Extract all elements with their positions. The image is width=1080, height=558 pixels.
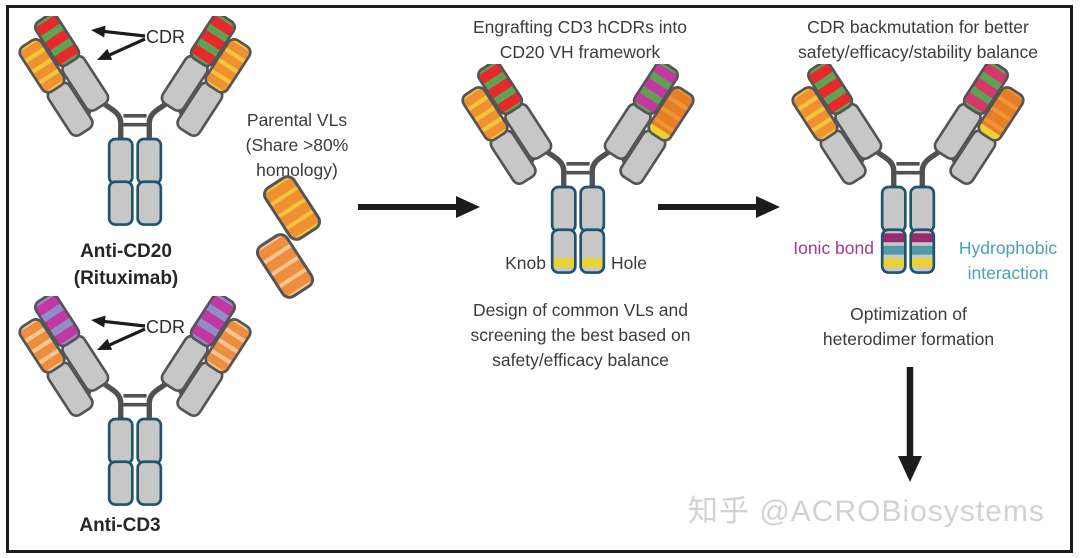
watermark: 知乎 @ACROBiosystems	[688, 495, 1045, 528]
fc-region	[107, 417, 163, 506]
title-line: CDR backmutation for better	[807, 17, 1029, 37]
right-arm	[160, 296, 254, 418]
parental-vls-line: (Share >80%	[245, 135, 349, 155]
cdr-label-cd3: CDR	[146, 317, 185, 337]
fc-region	[107, 137, 163, 226]
step3-down-arrow	[898, 367, 922, 482]
right-arm	[160, 16, 254, 138]
hinge	[870, 146, 946, 191]
caption-line: Optimization of	[850, 304, 967, 324]
hydrophobic-interaction-label: Hydrophobic interaction	[942, 236, 1074, 286]
fc-region	[880, 185, 936, 274]
anti-cd20-alias: (Rituximab)	[73, 268, 179, 289]
cdr-label-cd20: CDR	[146, 27, 185, 47]
antibody-backmutated	[783, 64, 1033, 285]
hinge	[97, 98, 173, 143]
parental-vls-line: homology)	[256, 160, 338, 180]
hinge	[97, 378, 173, 423]
cdr-pointer-arrows-cd20	[91, 25, 146, 60]
antibody-anti-cd3	[10, 296, 260, 517]
hinge	[540, 146, 616, 191]
anti-cd20-name: Anti-CD20	[80, 241, 172, 262]
left-arm	[16, 296, 110, 418]
diagram-frame	[6, 5, 1073, 553]
parental-vl-pills	[235, 172, 345, 302]
right-arm	[603, 64, 697, 186]
right-step-title: CDR backmutation for better safety/effic…	[763, 15, 1073, 65]
middle-step-caption: Design of common VLs and screening the b…	[428, 298, 733, 373]
caption-line: safety/efficacy balance	[492, 350, 669, 370]
hydrophobic-line: interaction	[967, 263, 1049, 283]
anti-cd3-label: Anti-CD3	[40, 512, 200, 539]
antibody-anti-cd20	[10, 16, 260, 237]
fc-region	[550, 185, 606, 274]
knob-label: Knob	[505, 253, 546, 273]
right-arm	[933, 64, 1027, 186]
left-arm	[459, 64, 553, 186]
left-arm	[789, 64, 883, 186]
caption-line: Design of common VLs and	[473, 300, 688, 320]
caption-line: screening the best based on	[470, 325, 691, 345]
vl-pill-cd20	[261, 173, 323, 243]
title-line: Engrafting CD3 hCDRs into	[473, 17, 687, 37]
antibody-engrafted	[453, 64, 703, 285]
step1-arrow	[358, 196, 480, 218]
anti-cd20-label: Anti-CD20 (Rituximab)	[46, 238, 206, 292]
parental-vls-line: Parental VLs	[246, 110, 348, 130]
anti-cd3-name: Anti-CD3	[79, 515, 161, 536]
vl-pill-cd3	[254, 231, 316, 301]
title-line: CD20 VH framework	[499, 42, 661, 62]
title-line: safety/efficacy/stability balance	[798, 42, 1038, 62]
cdr-pointer-arrows-cd3	[91, 315, 146, 350]
middle-step-title: Engrafting CD3 hCDRs into CD20 VH framew…	[425, 15, 735, 65]
ionic-bond-label: Ionic bond	[793, 238, 874, 258]
left-arm	[16, 16, 110, 138]
hydrophobic-line: Hydrophobic	[958, 238, 1058, 258]
step2-arrow	[658, 196, 780, 218]
hole-label: Hole	[611, 253, 647, 273]
parental-vls-text: Parental VLs (Share >80% homology)	[227, 108, 367, 183]
caption-line: heterodimer formation	[822, 329, 995, 349]
right-step-caption: Optimization of heterodimer formation	[756, 302, 1061, 352]
